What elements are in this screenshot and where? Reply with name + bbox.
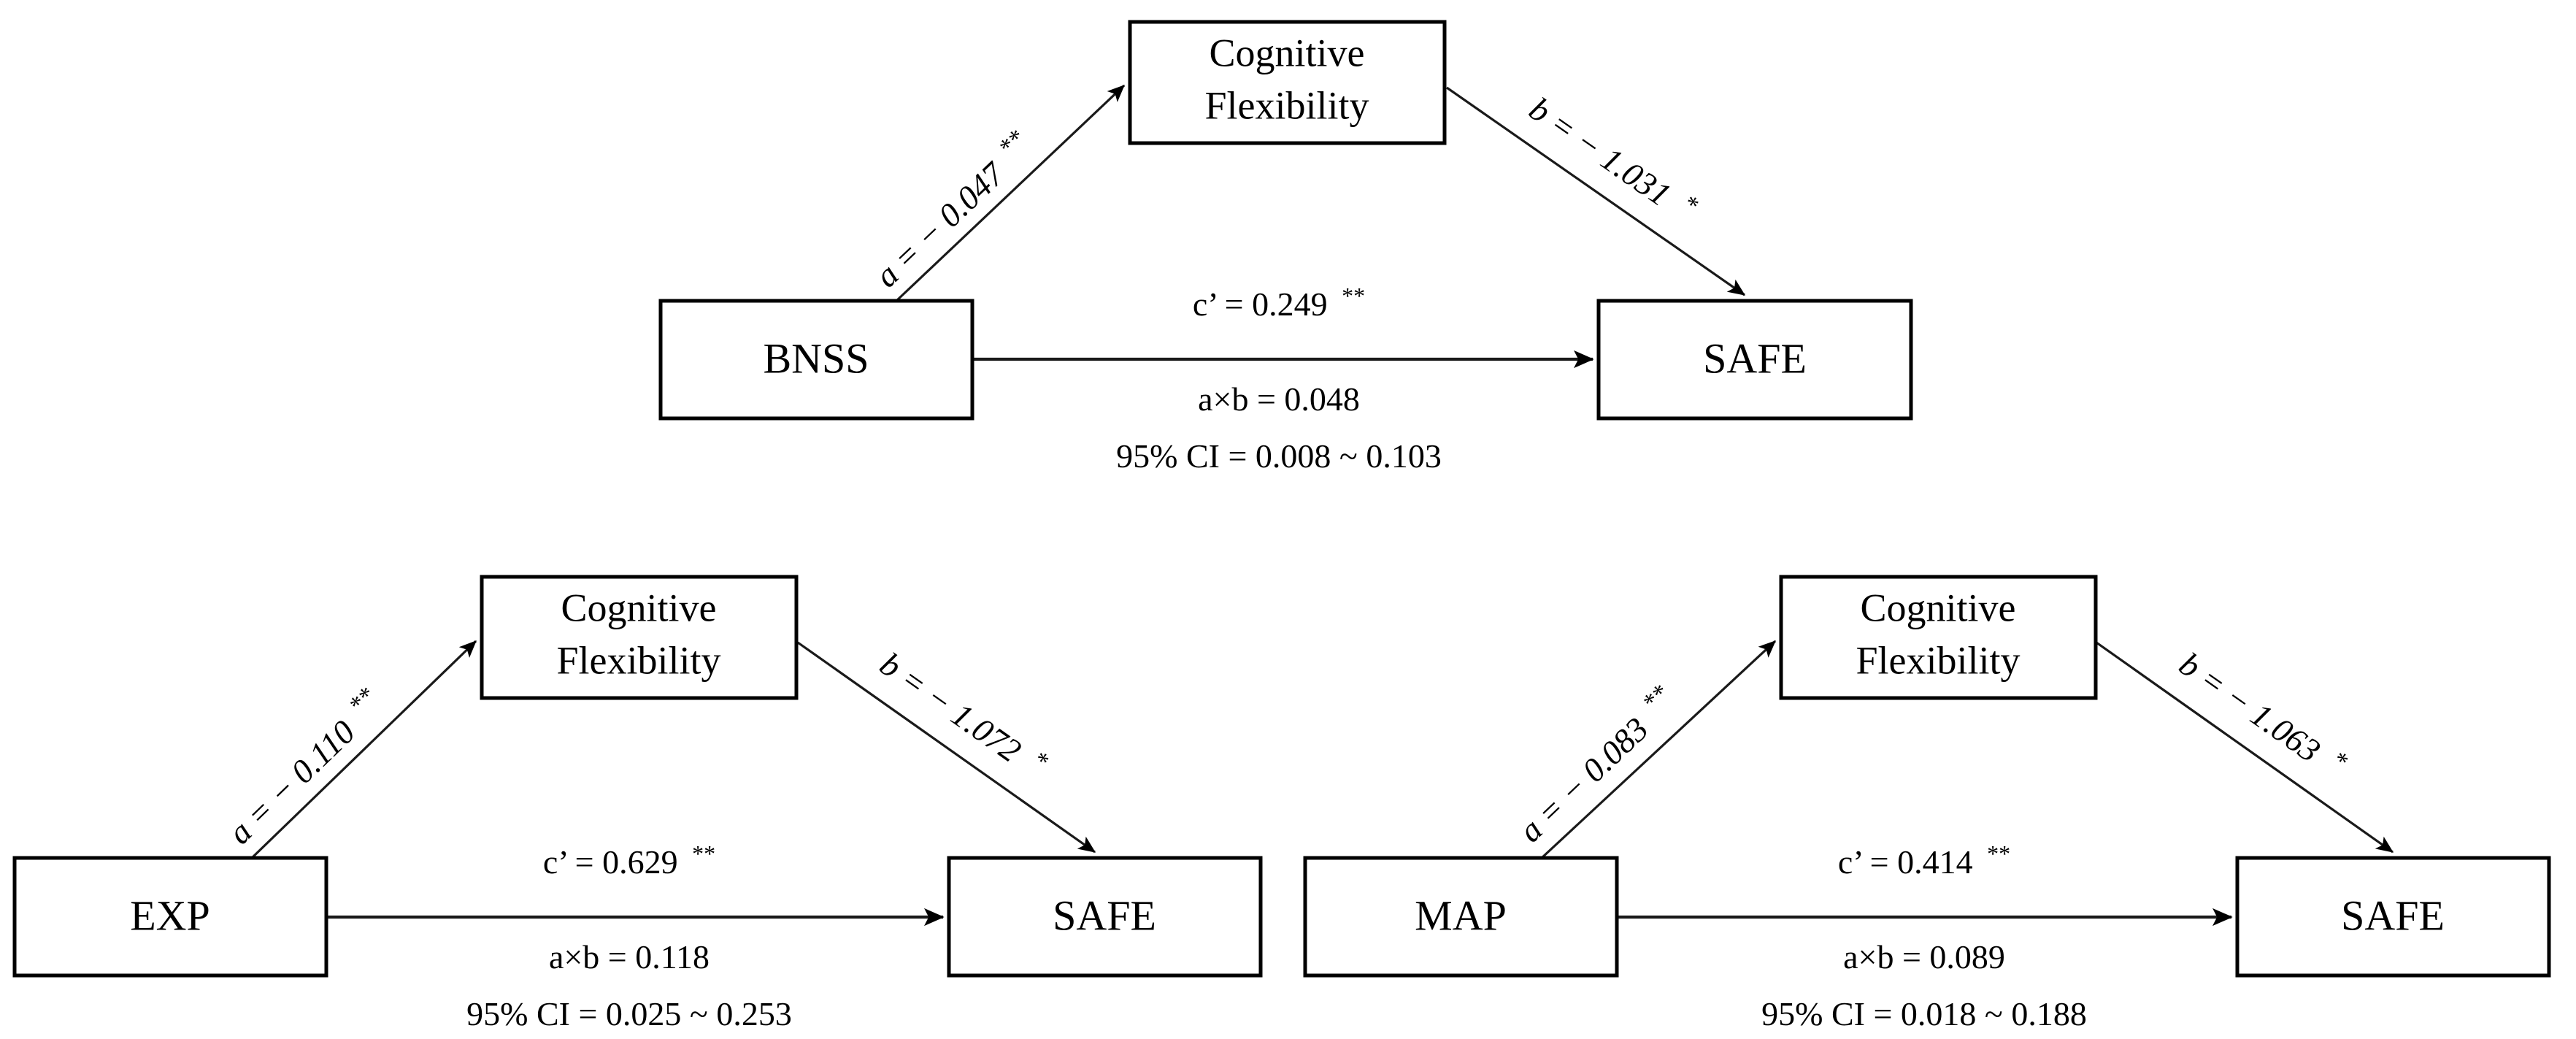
node-label-mediator-line1-bnss: Cognitive <box>1210 31 1365 74</box>
path-label-a-value-map: a = − 0.083 <box>1512 710 1656 850</box>
panel-bnss: Cognitive Flexibility BNSS SAFE a = − 0.… <box>658 20 1913 475</box>
node-box-predictor-map[interactable] <box>1303 856 1619 978</box>
path-label-c-prime-value-exp: c’ = 0.629 <box>543 843 678 881</box>
path-label-c-prime-map: c’ = 0.414 ** <box>1838 840 2010 881</box>
node-label-predictor-map: MAP <box>1415 892 1507 939</box>
node-box-outcome-map[interactable] <box>2235 856 2551 978</box>
path-b-arrow-bnss <box>1446 86 1746 296</box>
path-label-a-exp: a = − 0.110 ** <box>218 682 391 851</box>
path-label-c-prime-bnss: c’ = 0.249 ** <box>1193 283 1365 323</box>
confidence-interval-label-map: 95% CI = 0.018 ~ 0.188 <box>1761 995 2087 1032</box>
node-label-mediator-line2-exp: Flexibility <box>556 638 720 682</box>
svg-text:a = − 0.110 **: a = − 0.110 ** <box>218 682 391 851</box>
path-label-a-stars-map: ** <box>1638 679 1675 716</box>
node-label-predictor-exp: EXP <box>130 892 210 939</box>
node-box-mediator-map[interactable] <box>1779 575 2098 700</box>
node-box-outcome-bnss[interactable] <box>1596 299 1913 421</box>
node-label-mediator-line2-bnss: Flexibility <box>1204 83 1369 127</box>
node-label-predictor-bnss: BNSS <box>763 334 869 382</box>
node-box-mediator-exp[interactable] <box>480 575 799 700</box>
node-label-outcome-map: SAFE <box>2341 892 2445 939</box>
path-a-arrow-exp <box>250 640 477 859</box>
node-label-outcome-exp: SAFE <box>1053 892 1156 939</box>
path-label-b-stars-map: * <box>2327 746 2353 775</box>
path-label-b-stars-exp: * <box>1028 746 1053 775</box>
path-a-arrow-bnss <box>895 84 1126 302</box>
path-b-arrow-map <box>2096 641 2394 854</box>
path-a-arrow-map <box>1540 640 1777 859</box>
path-label-b-stars-bnss: * <box>1678 191 1704 220</box>
path-label-c-prime-stars-bnss: ** <box>1342 283 1365 309</box>
path-label-a-stars-bnss: ** <box>994 124 1031 161</box>
node-box-mediator-bnss[interactable] <box>1128 20 1447 145</box>
confidence-interval-label-bnss: 95% CI = 0.008 ~ 0.103 <box>1116 437 1442 475</box>
node-label-mediator-line1-exp: Cognitive <box>561 586 717 629</box>
path-label-a-bnss: a = − 0.047 ** <box>865 124 1041 294</box>
svg-text:a = − 0.047 **: a = − 0.047 ** <box>865 124 1041 294</box>
indirect-effect-label-exp: a×b = 0.118 <box>549 938 710 975</box>
indirect-effect-label-bnss: a×b = 0.048 <box>1198 380 1360 418</box>
path-label-c-prime-stars-exp: ** <box>692 840 715 867</box>
node-label-outcome-bnss: SAFE <box>1703 334 1807 382</box>
panel-exp: Cognitive Flexibility EXP SAFE a = − 0.1… <box>12 575 1263 1032</box>
confidence-interval-label-exp: 95% CI = 0.025 ~ 0.253 <box>466 995 792 1032</box>
path-b-arrow-exp <box>797 641 1096 854</box>
path-label-a-value-bnss: a = − 0.047 <box>868 154 1012 294</box>
indirect-effect-label-map: a×b = 0.089 <box>1843 938 2005 975</box>
path-label-c-prime-stars-map: ** <box>1987 840 2010 867</box>
svg-text:a = − 0.083 **: a = − 0.083 ** <box>1509 679 1685 849</box>
path-label-c-prime-value-bnss: c’ = 0.249 <box>1193 285 1328 323</box>
path-label-c-prime-value-map: c’ = 0.414 <box>1838 843 1973 881</box>
node-box-predictor-bnss[interactable] <box>658 299 974 421</box>
panel-map: Cognitive Flexibility MAP SAFE a = − 0.0… <box>1303 575 2551 1032</box>
node-box-predictor-exp[interactable] <box>12 856 328 978</box>
node-box-outcome-exp[interactable] <box>947 856 1263 978</box>
node-label-mediator-line2-map: Flexibility <box>1856 638 2020 682</box>
path-label-a-stars-exp: ** <box>345 682 381 718</box>
node-label-mediator-line1-map: Cognitive <box>1861 586 2016 629</box>
path-label-a-map: a = − 0.083 ** <box>1509 679 1685 849</box>
path-label-a-value-exp: a = − 0.110 <box>221 713 362 851</box>
path-label-c-prime-exp: c’ = 0.629 ** <box>543 840 715 881</box>
